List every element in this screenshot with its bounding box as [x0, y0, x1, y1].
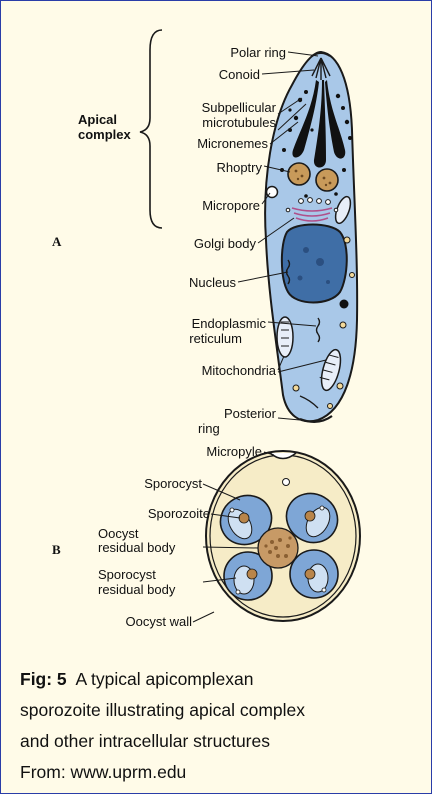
caption-line-2: sporozoite illustrating apical complex: [20, 695, 420, 726]
label-sporozoite: Sporozoite: [148, 506, 210, 521]
label-subpellicular-2: microtubules: [202, 115, 276, 130]
label-oocyst-wall: Oocyst wall: [126, 614, 192, 629]
label-nucleus: Nucleus: [189, 275, 236, 290]
label-subpellicular-1: Subpellicular: [202, 100, 276, 115]
figure-caption: Fig: 5 A typical apicomplexan sporozoite…: [20, 664, 420, 788]
panel-a-letter: A: [52, 234, 61, 250]
label-polar-ring: Polar ring: [230, 45, 286, 60]
apical-complex-label-1: Apical: [78, 112, 117, 127]
caption-fig-number: Fig: 5: [20, 669, 67, 689]
caption-line-3: and other intracellular structures: [20, 726, 420, 757]
label-posterior-ring-1: Posterior: [224, 406, 276, 421]
label-golgi-body: Golgi body: [194, 236, 256, 251]
label-micropore: Micropore: [202, 198, 260, 213]
label-micropyle: Micropyle: [206, 444, 262, 459]
label-posterior-ring-2: ring: [198, 421, 220, 436]
label-conoid: Conoid: [219, 67, 260, 82]
dense-granule: [340, 300, 349, 309]
caption-line-1-text: A typical apicomplexan: [75, 669, 253, 689]
nucleus: [282, 225, 347, 303]
caption-source: From: www.uprm.edu: [20, 757, 420, 788]
oocyst-residual-body: [258, 528, 298, 568]
panel-b-letter: B: [52, 542, 61, 558]
apical-complex-bracket: [140, 30, 162, 228]
label-rhoptry: Rhoptry: [216, 160, 262, 175]
label-er-2: reticulum: [189, 331, 242, 346]
caption-line-1: Fig: 5 A typical apicomplexan: [20, 664, 420, 695]
oocyst: [206, 451, 360, 621]
label-mitochondria: Mitochondria: [202, 363, 276, 378]
label-sporocyst: Sporocyst: [144, 476, 202, 491]
label-sporocyst-residual-2: residual body: [98, 582, 175, 597]
label-micronemes: Micronemes: [197, 136, 268, 151]
label-oocyst-residual-1: Oocyst: [98, 526, 138, 541]
label-sporocyst-residual-1: Sporocyst: [98, 567, 156, 582]
apical-complex-label-2: complex: [78, 127, 131, 142]
label-oocyst-residual-2: residual body: [98, 540, 175, 555]
label-er-1: Endoplasmic: [192, 316, 266, 331]
sporozoite-cell: [265, 52, 357, 422]
